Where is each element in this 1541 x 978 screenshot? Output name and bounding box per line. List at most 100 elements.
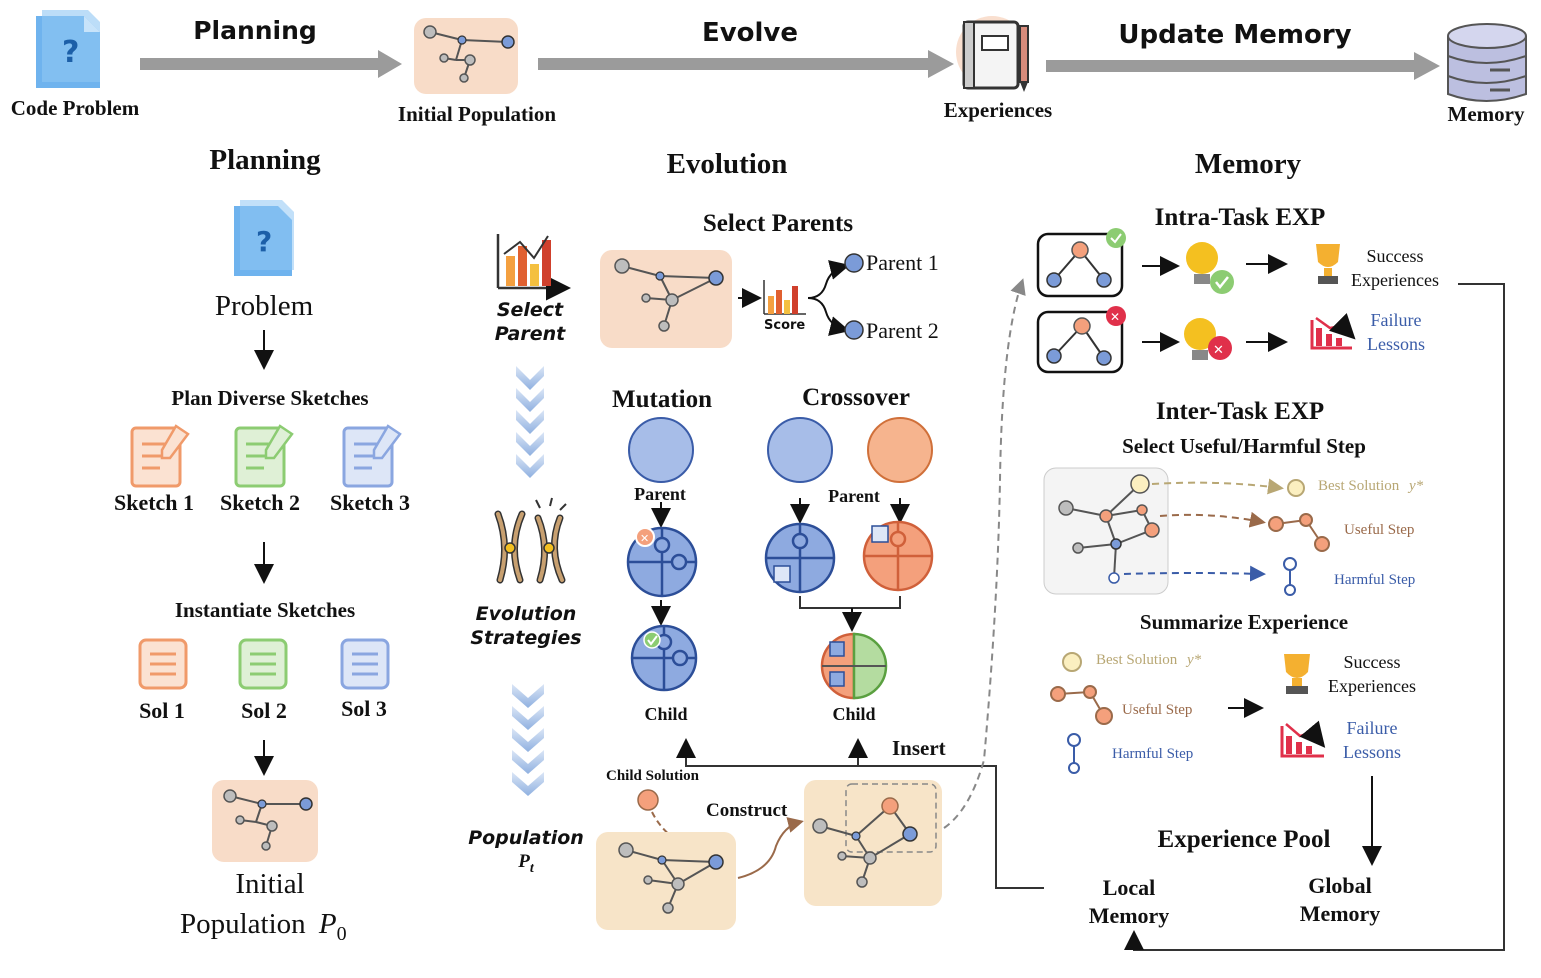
planning-problem-doc-icon: ? [234,200,294,276]
harmful-step-label-1: Harmful Step [1334,572,1416,588]
global-memory-line2: Memory [1299,901,1381,926]
chromosome-icon [494,497,567,584]
harmful-step-nodes-1 [1283,557,1297,596]
score-label: Score [764,318,806,333]
best-solution-text-2: Best Solution [1096,652,1178,668]
useful-step-label-2: Useful Step [1122,702,1193,718]
top-population-graph-icon [414,18,518,94]
inter-task-solution-graph [1043,467,1169,595]
instantiate-sketches-title: Instantiate Sketches [174,598,356,622]
population-line1: Population [468,827,584,849]
best-solution-label-2: Best Solution y* [1096,652,1201,669]
sol-3-icon [340,638,390,690]
best-solution-text-1: Best Solution [1318,478,1400,494]
intra-failure-graph: ✕ [1036,306,1126,374]
population-pt-side-label: Population Pt [466,826,586,881]
evolution-strategies-side-label: Evolution Strategies [462,602,590,650]
useful-step-label-1: Useful Step [1344,522,1415,538]
top-update-memory-arrow-label: Update Memory [1118,20,1352,50]
planning-initial-label: Initial [235,868,305,900]
trophy-icon-1 [1316,244,1340,284]
select-parents-title: Select Parents [702,210,854,237]
intra-failure-line1: Failure [1370,310,1422,330]
mutation-parent-puzzle-icon: ✕ [626,526,698,598]
sketch-2-icon [234,424,294,488]
intra-success-line2: Experiences [1351,270,1439,290]
evolution-chevrons-1 [516,366,544,478]
summarize-success-label: Success Experiences [1316,650,1428,698]
top-initial-population-label: Initial Population [397,102,557,126]
top-arrow-evolve [538,50,954,78]
crossover-parent1-puzzle-icon [764,522,836,594]
sol-2-icon [238,638,288,690]
top-code-problem-label: Code Problem [10,96,140,120]
mutation-title: Mutation [612,386,712,413]
select-parents-population-graph [600,250,732,348]
svg-text:?: ? [256,225,272,258]
summarize-title: Summarize Experience [1139,610,1349,634]
intra-failure-label: Failure Lessons [1346,308,1446,356]
local-memory-line2: Memory [1088,903,1170,928]
select-parent-side-label: Select Parent [472,298,588,346]
top-experiences-label: Experiences [943,98,1053,122]
plan-diverse-sketches-title: Plan Diverse Sketches [171,386,369,410]
insert-label: Insert [892,736,946,760]
experience-pool-title: Experience Pool [1157,826,1331,853]
lightbulb-success-icon [1186,242,1234,294]
child-solution-label: Child Solution [606,768,699,784]
down-trend-chart-icon-1 [1310,313,1356,350]
population-p-subscript: t [529,860,534,876]
local-memory-line1: Local [1102,875,1156,900]
sketch-1-label: Sketch 1 [113,490,195,515]
score-chart-icon [763,280,806,315]
code-problem-doc-icon: ? [36,10,100,88]
construct-label: Construct [706,800,788,821]
select-step-title: Select Useful/Harmful Step [1122,434,1366,458]
harmful-step-label-2: Harmful Step [1112,746,1194,762]
summarize-success-line2: Experiences [1328,676,1416,696]
intra-success-graph [1036,228,1126,298]
population-graph-2 [804,780,942,906]
planning-p-subscript: 0 [336,922,347,945]
planning-panel-title: Planning [209,144,321,176]
sketch-1-icon [130,424,190,488]
select-parent-line2: Parent [494,323,566,345]
evolution-chevrons-2 [512,684,544,796]
best-solution-label-1: Best Solution y* [1318,478,1423,495]
svg-text:?: ? [62,35,79,70]
crossover-child-label: Child [832,704,876,724]
top-memory-label: Memory [1447,102,1525,126]
global-memory-label: Global Memory [1254,872,1426,928]
top-planning-arrow-label: Planning [193,16,317,45]
top-arrow-update-memory [1046,52,1440,80]
svg-text:✕: ✕ [1110,310,1120,324]
parent-1-label: Parent 1 [866,250,939,275]
inter-task-title: Inter-Task EXP [1155,398,1325,425]
evolution-panel-title: Evolution [666,148,788,180]
sol-1-label: Sol 1 [139,698,185,723]
top-arrow-planning [140,50,402,78]
summarize-failure-line2: Lessons [1343,742,1401,762]
parent-2-label: Parent 2 [866,318,939,343]
crossover-child-puzzle-icon [820,632,888,700]
sol-3-label: Sol 3 [341,696,387,721]
experiences-book-icon [956,16,1029,92]
useful-step-nodes-1 [1268,513,1330,552]
select-parent-chart-icon [496,234,571,301]
mutation-child-puzzle-icon [630,624,698,692]
svg-text:✕: ✕ [640,532,649,545]
harmful-step-nodes-2 [1067,733,1081,774]
trophy-icon-2 [1284,654,1310,694]
top-evolve-arrow-label: Evolve [701,18,799,48]
population-graph-1 [596,832,736,930]
mutation-parent-label: Parent [634,484,686,504]
memory-panel-title: Memory [1194,148,1302,180]
crossover-parent2-puzzle-icon [862,520,934,592]
planning-population-word: Population [180,908,306,940]
intra-task-title: Intra-Task EXP [1154,204,1326,231]
crossover-title: Crossover [802,384,910,411]
intra-success-label: Success Experiences [1340,244,1450,292]
mutation-child-label: Child [644,704,688,724]
y-star-1: y* [1409,478,1424,494]
